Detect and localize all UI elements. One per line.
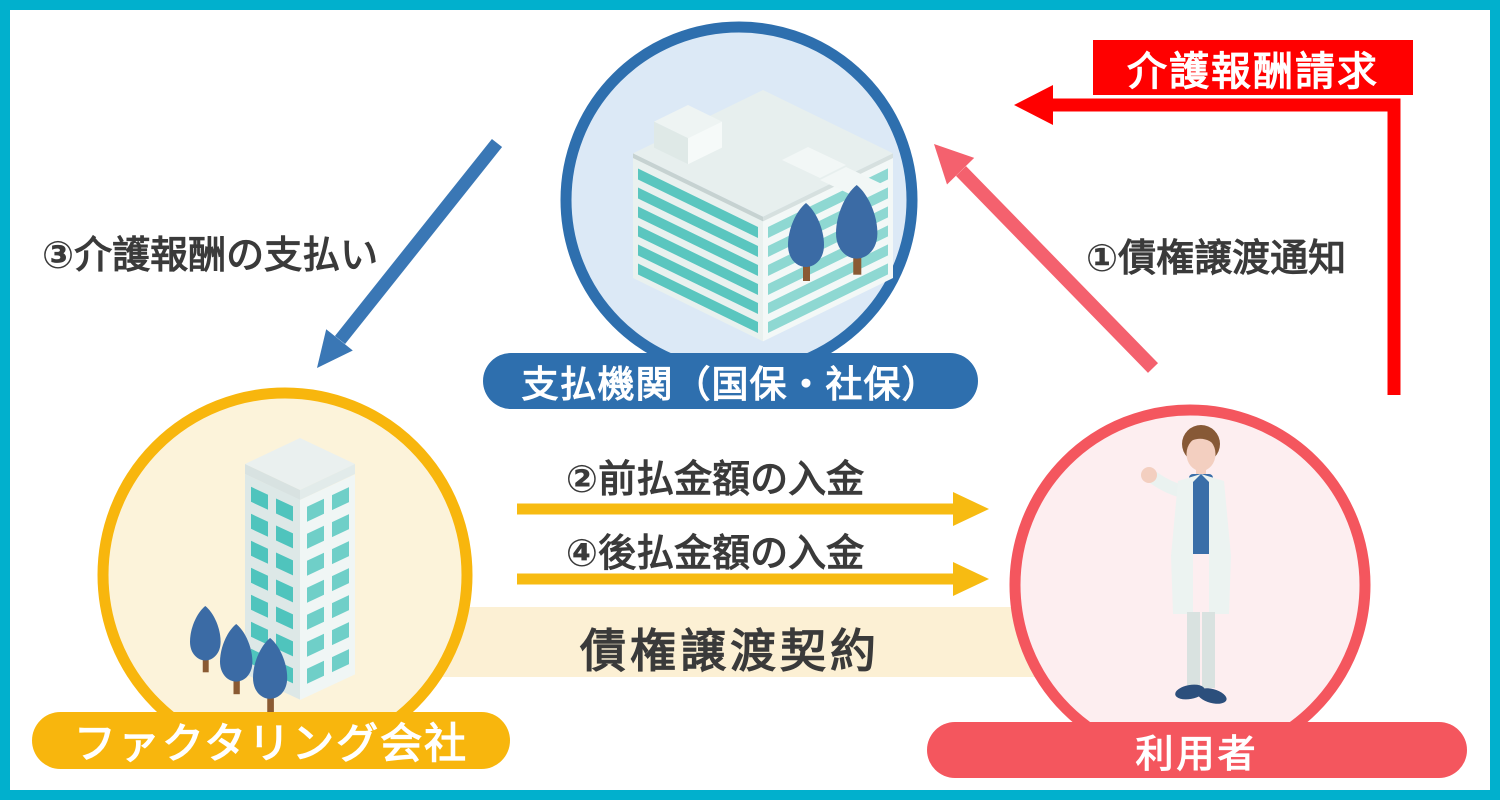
step1-label: ①債権譲渡通知 [1086, 236, 1347, 280]
payer-node-label: 支払機関（国保・社保） [483, 353, 978, 409]
factoring-node-label: ファクタリング会社 [32, 712, 510, 769]
step3-label: ③介護報酬の支払い [42, 233, 379, 277]
tree-icon [220, 624, 253, 695]
diagram-canvas [97, 21, 1401, 766]
advance-deposit-arrow [517, 492, 989, 526]
payment-arrow [317, 138, 503, 368]
transfer-notice-arrow [934, 144, 1159, 373]
user-node-label: 利用者 [927, 722, 1467, 778]
step2-label: ②前払金額の入金 [565, 457, 865, 501]
contract-label: 債権譲渡契約 [580, 624, 880, 678]
person-illustration [1141, 425, 1231, 704]
tree-icon [788, 203, 824, 281]
tree-icon [253, 638, 288, 713]
tower-building-icon [190, 438, 355, 713]
contract-band [430, 607, 1040, 677]
tree-icon [190, 606, 221, 673]
claim-arrow [1014, 85, 1401, 395]
tree-icon [836, 185, 878, 275]
step4-label: ④後払金額の入金 [565, 531, 865, 575]
claim-badge: 介護報酬請求 [1093, 40, 1413, 95]
deferred-deposit-arrow [517, 562, 989, 596]
